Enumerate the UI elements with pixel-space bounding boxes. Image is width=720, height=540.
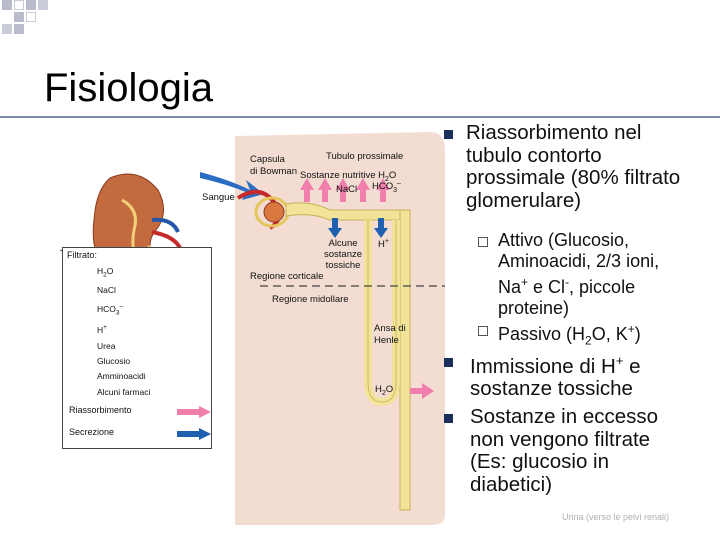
sub-bullet-attivo: Attivo (Glucosio, Aminoacidi, 2/3 ioni, … [498, 230, 660, 318]
filtrato-item: HCO3– [97, 302, 124, 317]
slide-title: Fisiologia [44, 66, 213, 110]
capsula-label: Capsula di Bowman [250, 154, 297, 177]
filtrato-item: NaCl [97, 285, 116, 296]
pink-arrow-icon [177, 406, 211, 418]
bullet-marker [444, 414, 453, 423]
nephron-diagram [60, 132, 445, 525]
ansa-henle-label: Ansa di Henle [374, 323, 406, 346]
nacl-label: NaCl [336, 184, 358, 195]
h2o-label: H2O [375, 384, 394, 397]
filtrato-item: H+ [97, 324, 107, 336]
reabsorption-arrows [300, 178, 434, 399]
sub-bullet-marker [478, 326, 488, 336]
tubulo-label: Tubulo prossimale [326, 151, 404, 162]
blue-arrow-icon [177, 428, 211, 440]
hco3-label: HCO3– [372, 180, 401, 195]
regione-corticale-label: Regione corticale [250, 271, 324, 282]
secretion-arrows [328, 218, 388, 238]
bullet-riassorbimento: Riassorbimento nel tubulo contorto pross… [466, 121, 681, 212]
sub-bullet-passivo: Passivo (H2O, K+) [498, 322, 641, 348]
tossiche-label: Alcune sostanze tossiche [324, 238, 363, 271]
urina-caption: Urina (verso le pelvi renali) [562, 512, 670, 522]
secrezione-legend: Secrezione [69, 426, 211, 440]
filtrato-item: Glucosio [97, 356, 131, 367]
sangue-label: Sangue [202, 192, 235, 203]
title-divider [0, 116, 720, 118]
filtrato-item: Amminoacidi [97, 371, 146, 382]
bullet-immissione: Immissione di H+ e sostanze tossiche [470, 353, 641, 401]
regione-midollare-label: Regione midollare [272, 294, 349, 305]
bullet-marker [444, 358, 453, 367]
corner-decoration [0, 0, 60, 40]
filtrato-item: H2O [97, 266, 114, 279]
riassorbimento-legend: Riassorbimento [69, 404, 211, 418]
filtrato-item: Urea [97, 340, 116, 351]
descending-tubule [399, 209, 411, 511]
bullet-eccesso: Sostanze in eccesso non vengono filtrate… [470, 405, 659, 496]
filtrato-title: Filtrato: [67, 250, 98, 260]
bullet-marker [444, 130, 453, 139]
sub-bullet-marker [478, 237, 488, 247]
h-plus-label: H+ [378, 238, 389, 251]
filtrato-item: Alcuni farmaci [97, 386, 151, 397]
sostanze-label: Sostanze nutritive H2O [300, 170, 397, 183]
